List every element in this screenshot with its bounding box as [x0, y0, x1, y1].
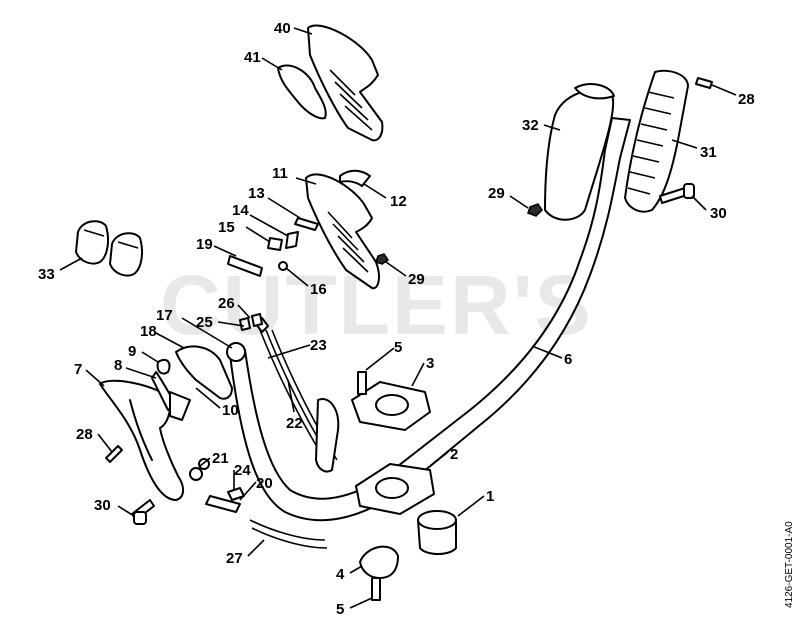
callout-32: 32 [522, 117, 539, 134]
switch-10 [169, 391, 191, 421]
screw-5-upper [357, 371, 367, 395]
callout-11: 11 [272, 165, 288, 182]
callout-30-right: 30 [710, 205, 727, 222]
cover-18 [175, 345, 233, 400]
callout-21: 21 [212, 450, 229, 467]
lever-12 [339, 169, 371, 187]
pin-14 [285, 231, 299, 249]
leader-lines [59, 27, 737, 609]
callout-8: 8 [114, 357, 122, 374]
wiring-harness [205, 313, 340, 549]
nut-29-middle [375, 253, 390, 265]
callout-1: 1 [486, 488, 494, 505]
grip-sleeve [544, 83, 615, 221]
screw-28-left [105, 445, 123, 463]
callout-25: 25 [196, 314, 213, 331]
screw-5-lower [371, 577, 381, 601]
callout-29-middle: 29 [408, 271, 425, 288]
callout-14: 14 [232, 202, 249, 219]
drawing-code: 4126-GET-0001-A0 [784, 521, 795, 608]
throttle-trigger-41 [277, 64, 327, 120]
clamp-upper-3 [351, 381, 431, 431]
callout-7: 7 [74, 361, 82, 378]
callout-22: 22 [286, 415, 303, 432]
callout-4: 4 [336, 566, 345, 583]
callout-6: 6 [564, 351, 572, 368]
callout-27: 27 [226, 550, 243, 567]
callout-19: 19 [196, 236, 213, 253]
callout-18: 18 [140, 323, 157, 340]
bar-19 [227, 255, 263, 277]
callout-33: 33 [38, 266, 55, 283]
callout-3: 3 [426, 355, 434, 372]
screw-30-left [131, 499, 155, 525]
callout-numbers: 40 41 28 32 31 11 12 13 29 30 14 15 19 2… [38, 20, 755, 618]
callout-28-left: 28 [76, 426, 93, 443]
callout-24: 24 [234, 462, 251, 479]
spring-13 [294, 217, 319, 231]
washer-16 [278, 261, 288, 271]
callout-5-upper: 5 [394, 339, 402, 356]
clamp-lower-2 [355, 463, 435, 515]
clamp-bottom-4 [359, 545, 399, 579]
clamp-33 [75, 220, 143, 277]
handle-housing-right [624, 69, 689, 213]
nut-9 [156, 358, 171, 375]
screw-30-right [659, 183, 695, 204]
screw-28-right [695, 77, 713, 89]
nut-29-upper [527, 203, 543, 217]
callout-13: 13 [248, 185, 265, 202]
callout-12: 12 [390, 193, 407, 210]
callout-9: 9 [128, 343, 136, 360]
callout-15: 15 [218, 219, 235, 236]
callout-10: 10 [222, 402, 239, 419]
callout-29-upper: 29 [488, 185, 505, 202]
callout-30-left: 30 [94, 497, 111, 514]
callout-20: 20 [256, 475, 273, 492]
control-handle-middle [305, 173, 380, 290]
callout-28-right: 28 [738, 91, 755, 108]
callout-26: 26 [218, 295, 235, 312]
sleeve-1 [417, 510, 457, 555]
callout-16: 16 [310, 281, 327, 298]
callout-23: 23 [310, 337, 327, 354]
callout-40: 40 [274, 20, 291, 37]
handlebar-tube [229, 117, 631, 522]
callout-5-lower: 5 [336, 601, 344, 618]
clip-15 [267, 237, 283, 251]
control-handle-top [307, 24, 384, 142]
callout-2: 2 [450, 446, 458, 463]
callout-41: 41 [244, 49, 261, 66]
nut-21-a [189, 467, 203, 481]
callout-31: 31 [700, 144, 717, 161]
callout-17: 17 [156, 307, 173, 324]
